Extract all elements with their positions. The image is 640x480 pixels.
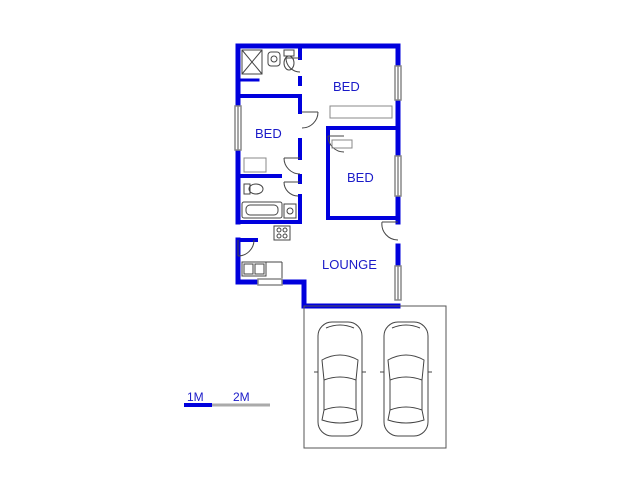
basin-icon [267, 51, 281, 67]
room-label-bed-top-right: BED [333, 79, 360, 94]
door-bed-left [283, 157, 301, 175]
bathtub-icon [241, 201, 283, 219]
car-icon [314, 321, 366, 437]
scale-label-1m: 1M [187, 390, 204, 404]
room-label-lounge: LOUNGE [322, 257, 377, 272]
stove-icon [273, 225, 291, 241]
door-bed-top [301, 111, 319, 129]
kitchen-counter [242, 261, 283, 278]
scale-label-2m: 2M [233, 390, 250, 404]
toilet-icon [243, 183, 264, 195]
room-label-bed-middle: BED [347, 170, 374, 185]
wardrobe [243, 105, 393, 173]
toilet-icon [283, 49, 295, 71]
basin-icon [283, 203, 297, 219]
room-label-bed-left: BED [255, 126, 282, 141]
door-bath [283, 181, 300, 197]
shower-icon [241, 49, 263, 75]
scale-bar: 1M 2M [184, 390, 270, 407]
door-kitchen [237, 239, 255, 257]
doors [237, 57, 399, 257]
door-lounge [381, 221, 399, 241]
door-bed-middle [327, 135, 345, 153]
car-icon [380, 321, 432, 437]
windows [234, 65, 402, 301]
garage-outline [303, 305, 447, 449]
window-kitchen [257, 278, 283, 286]
sink-icon [241, 261, 267, 277]
